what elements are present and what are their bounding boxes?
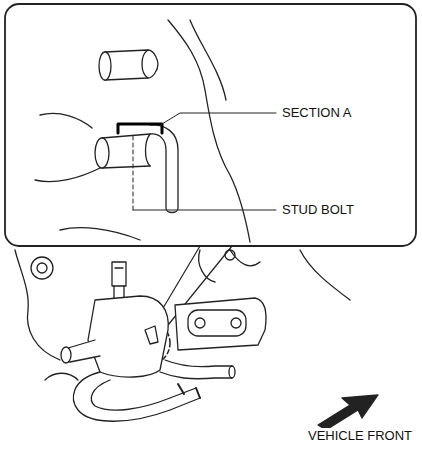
sensor: [114, 268, 124, 300]
water-outlet: [88, 296, 168, 377]
hose: [91, 380, 196, 410]
section-bracket: [118, 124, 162, 133]
engine-boss: [37, 263, 47, 273]
stud-dash: [133, 136, 134, 210]
bolt: [231, 318, 241, 328]
hose-end: [229, 366, 235, 378]
sensor: [112, 262, 126, 286]
leader-line: [133, 210, 276, 211]
stud-hook: [102, 125, 178, 213]
engine-boss: [31, 257, 53, 279]
bracket-edge: [190, 20, 226, 100]
stud-small: [145, 326, 158, 344]
part-label: SECTION A: [280, 105, 353, 120]
hose: [160, 360, 232, 379]
hose: [73, 372, 200, 421]
lower-stud-end: [95, 138, 109, 168]
direction-label: VEHICLE FRONT: [306, 428, 414, 443]
engine-outline: [15, 250, 350, 360]
flange-port: [188, 310, 246, 336]
bracket-plate: [168, 20, 250, 242]
direction-arrow: [318, 395, 378, 430]
hose: [45, 373, 78, 380]
upper-stud-line: [142, 50, 148, 78]
flange: [175, 298, 266, 350]
engine-boss: [225, 250, 235, 260]
upper-stud-end: [99, 52, 111, 80]
part-label: STUD BOLT: [280, 202, 356, 217]
hose-clamp: [178, 384, 200, 398]
leader-line: [162, 113, 276, 124]
bolt: [195, 318, 205, 328]
stud-line: [146, 134, 151, 166]
callout-frame: [5, 4, 416, 246]
hose-end: [61, 347, 71, 363]
upper-stud: [105, 50, 158, 80]
